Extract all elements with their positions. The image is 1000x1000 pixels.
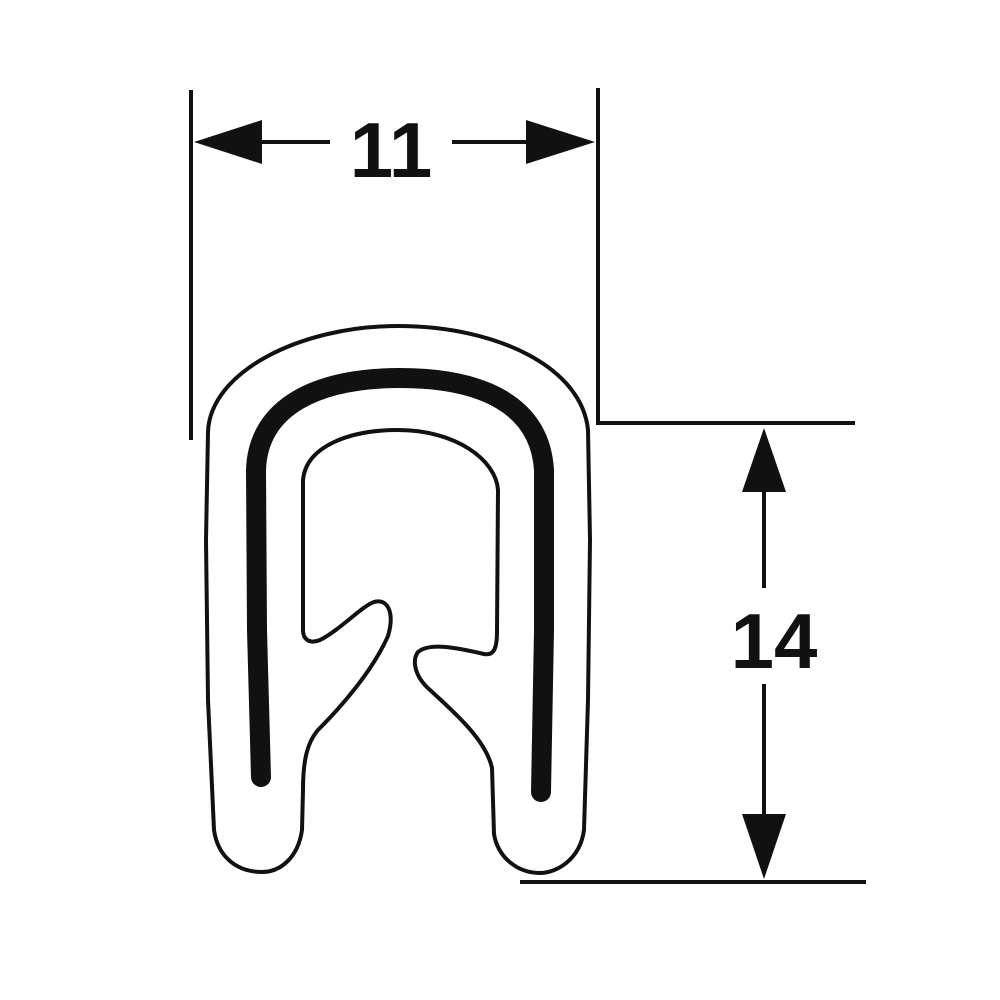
height-arrowhead-bottom	[742, 814, 786, 879]
width-arrowhead-left	[194, 120, 262, 164]
height-dimension-label: 14	[731, 597, 818, 685]
profile-outer-outline	[204, 324, 592, 875]
metal-core-insert	[246, 368, 554, 802]
width-arrowhead-right	[526, 120, 595, 164]
width-dimension-label: 11	[350, 106, 432, 194]
height-arrowhead-top	[742, 428, 786, 492]
